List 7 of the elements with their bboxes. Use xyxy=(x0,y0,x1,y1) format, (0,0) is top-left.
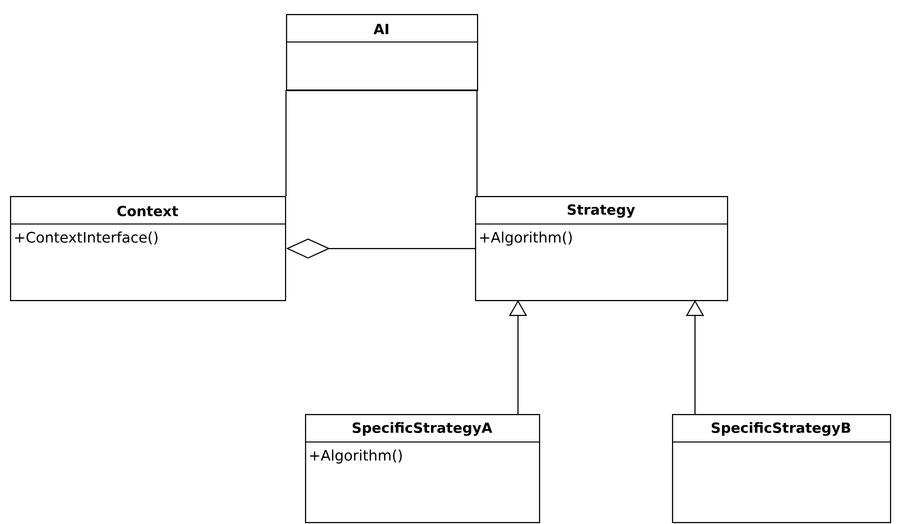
class-box: Context +ContextInterface() xyxy=(10,196,286,302)
class-box: Strategy +Algorithm() xyxy=(475,196,728,302)
connector xyxy=(285,90,287,196)
connector xyxy=(476,90,478,196)
class-box: AI xyxy=(286,14,478,92)
class-box: SpecificStrategyA +Algorithm() xyxy=(305,414,540,524)
class-box: SpecificStrategyB xyxy=(672,414,892,524)
